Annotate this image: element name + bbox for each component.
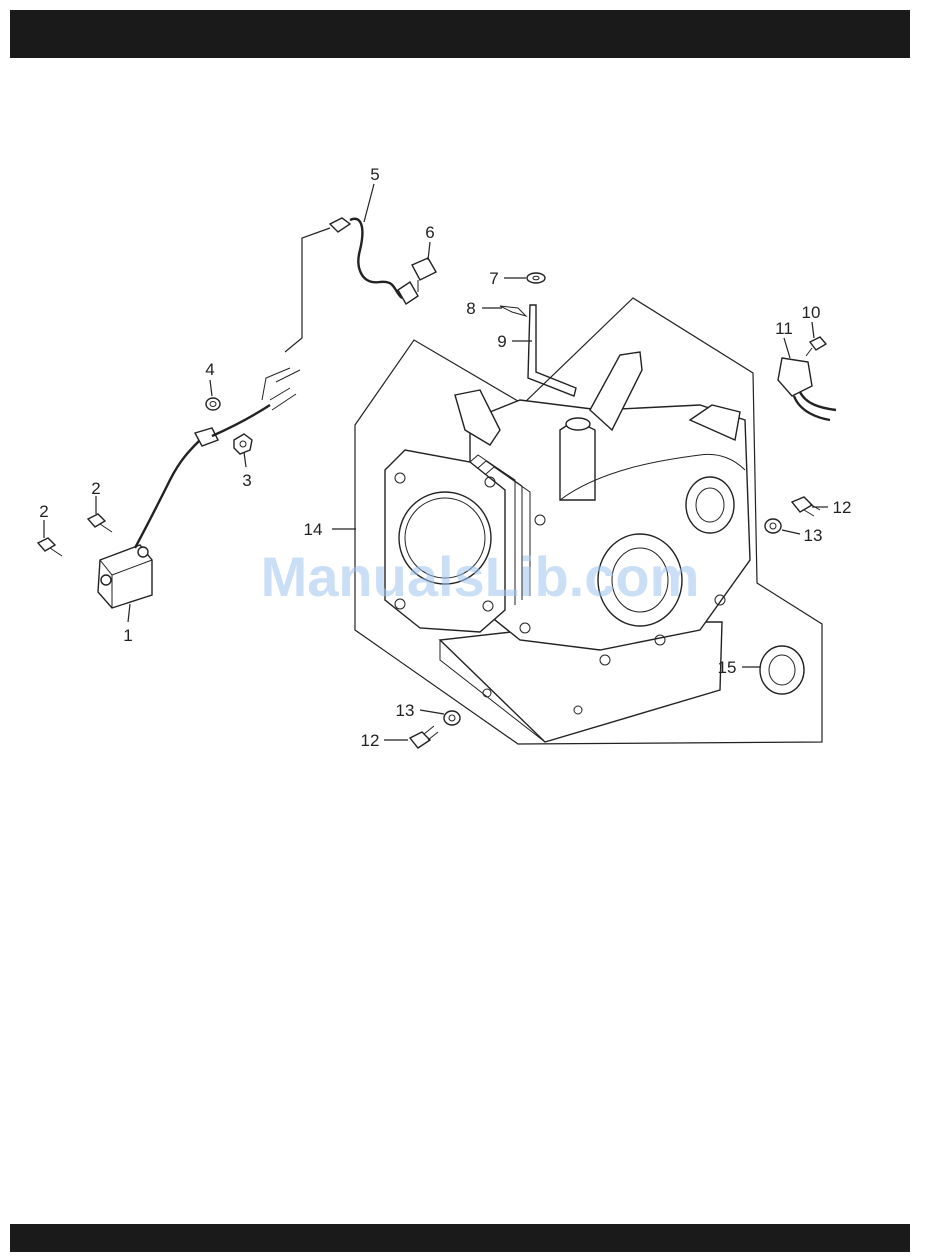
oil-seal-15 xyxy=(760,646,804,694)
callout-13b: 13 xyxy=(396,701,415,720)
callout-8: 8 xyxy=(466,299,475,318)
stop-switch-harness xyxy=(330,218,436,304)
nut-3 xyxy=(234,434,252,454)
bolt-2a xyxy=(38,538,62,556)
callout-6: 6 xyxy=(425,223,434,242)
callout-2b: 2 xyxy=(91,479,100,498)
footer-band xyxy=(10,1224,910,1252)
watermark-text: ManualsLib.com xyxy=(261,545,700,608)
washer-13a xyxy=(765,519,781,533)
washer-7 xyxy=(527,273,545,283)
callout-11: 11 xyxy=(775,319,793,338)
callout-13a: 13 xyxy=(804,526,823,545)
oil-alert-unit-11 xyxy=(778,358,836,420)
grommet-4 xyxy=(206,398,220,410)
callout-3: 3 xyxy=(242,471,251,490)
callout-7: 7 xyxy=(489,269,498,288)
callout-4: 4 xyxy=(205,360,214,379)
screw-10 xyxy=(806,337,826,356)
dipstick-tube-9 xyxy=(528,305,576,396)
bolt-2b xyxy=(88,514,112,532)
callout-12b: 12 xyxy=(361,731,380,750)
callout-9: 9 xyxy=(497,332,506,351)
callout-14: 14 xyxy=(304,520,323,539)
clip-8 xyxy=(500,306,526,316)
callout-2a: 2 xyxy=(39,502,48,521)
washer-13b xyxy=(444,711,460,725)
callout-15: 15 xyxy=(718,658,737,677)
bolt-12b xyxy=(410,726,438,748)
connection-line-harness xyxy=(285,228,330,352)
callout-10: 10 xyxy=(802,303,821,322)
callout-12a: 12 xyxy=(833,498,852,517)
callout-5: 5 xyxy=(370,165,379,184)
callout-1: 1 xyxy=(123,626,132,645)
